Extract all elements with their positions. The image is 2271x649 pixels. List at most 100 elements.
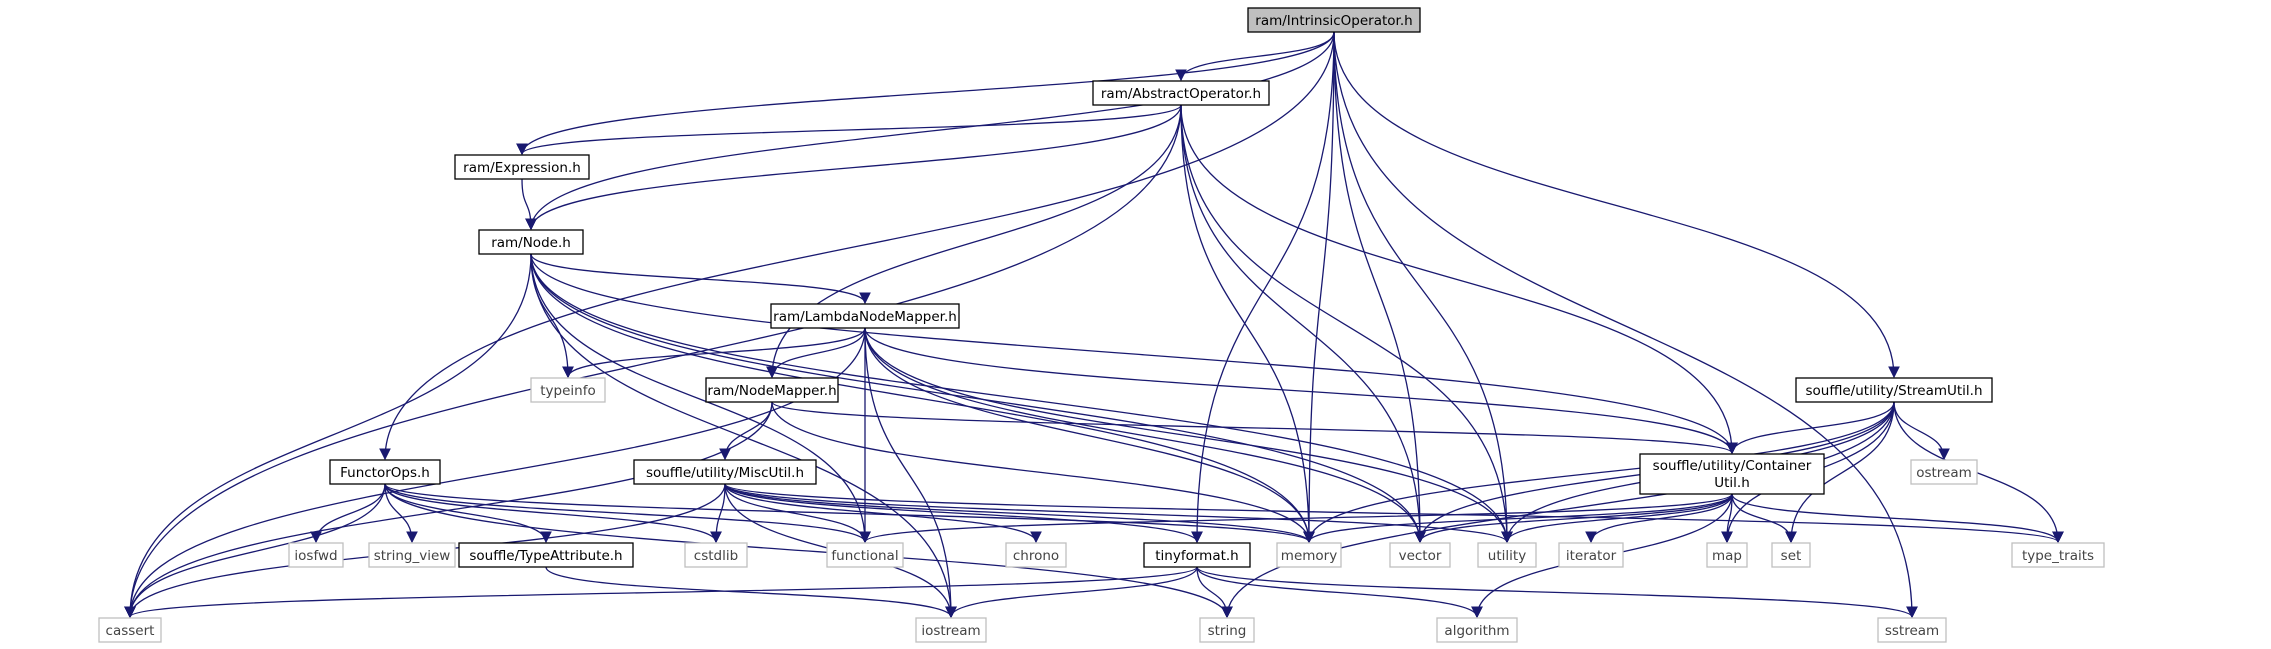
edge-abstract-to-nodemapper bbox=[766, 104, 1182, 379]
node-box bbox=[454, 154, 590, 180]
edge-streamutil-to-memory bbox=[1303, 401, 1895, 544]
node-box bbox=[1910, 459, 1978, 485]
edge-node-to-lambda bbox=[530, 253, 871, 305]
edge-functorops-to-string bbox=[384, 483, 1233, 619]
node-iostream: iostream bbox=[915, 617, 987, 643]
edge-root-to-functorops bbox=[379, 31, 1335, 461]
node-box bbox=[770, 303, 960, 329]
edge-lambda-to-memory bbox=[864, 327, 1315, 544]
edge-node-to-utility bbox=[530, 253, 1513, 544]
node-box bbox=[329, 459, 441, 485]
edge-containerutil-to-memory bbox=[1303, 493, 1733, 544]
node-streamutil[interactable]: souffle/utility/StreamUtil.h bbox=[1795, 377, 1993, 403]
node-miscutil[interactable]: souffle/utility/MiscUtil.h bbox=[633, 459, 817, 485]
node-node[interactable]: ram/Node.h bbox=[478, 229, 584, 255]
node-label: algorithm bbox=[1444, 623, 1509, 639]
node-tinyformat[interactable]: tinyformat.h bbox=[1143, 542, 1251, 568]
node-iterator: iterator bbox=[1558, 542, 1624, 568]
edge-root-to-expression bbox=[516, 31, 1335, 156]
node-box bbox=[1389, 542, 1451, 568]
node-algorithm: algorithm bbox=[1436, 617, 1518, 643]
node-box bbox=[684, 542, 748, 568]
edge-streamutil-to-containerutil bbox=[1726, 401, 1895, 455]
node-box bbox=[1877, 617, 1947, 643]
node-label: ram/Expression.h bbox=[463, 160, 581, 176]
edge-node-to-vector bbox=[530, 253, 1426, 544]
edge-root-to-streamutil bbox=[1333, 31, 1900, 379]
edge-functorops-to-cassert bbox=[124, 483, 386, 619]
node-functorops[interactable]: FunctorOps.h bbox=[329, 459, 441, 485]
edge-abstract-to-vector bbox=[1180, 104, 1426, 544]
node-string: string bbox=[1199, 617, 1255, 643]
node-label: type_traits bbox=[2022, 548, 2094, 564]
edge-lambda-to-containerutil bbox=[864, 327, 1738, 455]
node-label: iterator bbox=[1566, 548, 1617, 564]
edge-miscutil-to-cstdlib bbox=[710, 483, 726, 544]
edge-node-to-containerutil bbox=[530, 253, 1738, 455]
edge-node-to-memory bbox=[530, 253, 1315, 544]
file-nodes: ram/IntrinsicOperator.h ram/AbstractOpera… bbox=[98, 7, 2105, 643]
node-label: cassert bbox=[106, 623, 155, 639]
node-label: iosfwd bbox=[294, 548, 337, 564]
node-box bbox=[915, 617, 987, 643]
node-cassert: cassert bbox=[98, 617, 162, 643]
node-typeattr[interactable]: souffle/TypeAttribute.h bbox=[458, 542, 634, 568]
node-label: vector bbox=[1399, 548, 1442, 564]
node-label: FunctorOps.h bbox=[340, 465, 430, 481]
node-label: set bbox=[1781, 548, 1802, 564]
node-box bbox=[458, 542, 634, 568]
node-vector: vector bbox=[1389, 542, 1451, 568]
dependency-edges bbox=[124, 31, 2064, 619]
edge-abstract-to-node bbox=[525, 104, 1182, 231]
node-box bbox=[1771, 542, 1811, 568]
node-abstract[interactable]: ram/AbstractOperator.h bbox=[1092, 80, 1270, 106]
edge-abstract-to-containerutil bbox=[1180, 104, 1738, 455]
node-iosfwd: iosfwd bbox=[288, 542, 344, 568]
node-type_traits: type_traits bbox=[2011, 542, 2105, 568]
edge-streamutil-to-string bbox=[1221, 401, 1895, 619]
edge-node-to-functional bbox=[530, 253, 871, 544]
node-label: souffle/utility/Container bbox=[1653, 458, 1812, 474]
edge-lambda-to-vector bbox=[864, 327, 1426, 544]
edge-abstract-to-expression bbox=[516, 104, 1182, 156]
edge-miscutil-to-utility bbox=[724, 483, 1513, 544]
node-box bbox=[1276, 542, 1342, 568]
node-box bbox=[1247, 7, 1421, 33]
node-box bbox=[1143, 542, 1251, 568]
node-box bbox=[368, 542, 456, 568]
node-box bbox=[1477, 542, 1537, 568]
node-root[interactable]: ram/IntrinsicOperator.h bbox=[1247, 7, 1421, 33]
node-box bbox=[1436, 617, 1518, 643]
node-label: ram/NodeMapper.h bbox=[707, 383, 836, 399]
node-expression[interactable]: ram/Expression.h bbox=[454, 154, 590, 180]
node-label: souffle/utility/MiscUtil.h bbox=[646, 465, 804, 481]
node-label: chrono bbox=[1013, 548, 1059, 564]
node-label: utility bbox=[1488, 548, 1526, 564]
node-label: memory bbox=[1281, 548, 1337, 564]
node-label-line2: Util.h bbox=[1714, 475, 1750, 491]
edge-streamutil-to-ostream bbox=[1893, 401, 1950, 461]
node-box bbox=[1199, 617, 1255, 643]
edge-containerutil-to-iterator bbox=[1585, 493, 1733, 544]
edge-lambda-to-utility bbox=[864, 327, 1513, 544]
node-box bbox=[1092, 80, 1270, 106]
edge-miscutil-to-chrono bbox=[724, 483, 1042, 544]
node-label: ram/AbstractOperator.h bbox=[1101, 86, 1261, 102]
edge-nodemapper-to-miscutil bbox=[719, 401, 773, 461]
node-lambda[interactable]: ram/LambdaNodeMapper.h bbox=[770, 303, 960, 329]
edge-node-to-typeinfo bbox=[530, 253, 574, 379]
edge-lambda-to-typeinfo bbox=[562, 327, 866, 379]
node-nodemapper[interactable]: ram/NodeMapper.h bbox=[705, 377, 839, 403]
node-box bbox=[1706, 542, 1748, 568]
node-label: ram/LambdaNodeMapper.h bbox=[773, 309, 957, 325]
edge-tinyformat-to-algorithm bbox=[1196, 566, 1483, 619]
node-label: map bbox=[1712, 548, 1742, 564]
node-box bbox=[633, 459, 817, 485]
edge-lambda-to-nodemapper bbox=[766, 327, 866, 379]
node-set: set bbox=[1771, 542, 1811, 568]
edge-miscutil-to-type_traits bbox=[724, 483, 2064, 544]
edge-tinyformat-to-cassert bbox=[124, 566, 1198, 619]
node-typeinfo: typeinfo bbox=[530, 377, 606, 403]
